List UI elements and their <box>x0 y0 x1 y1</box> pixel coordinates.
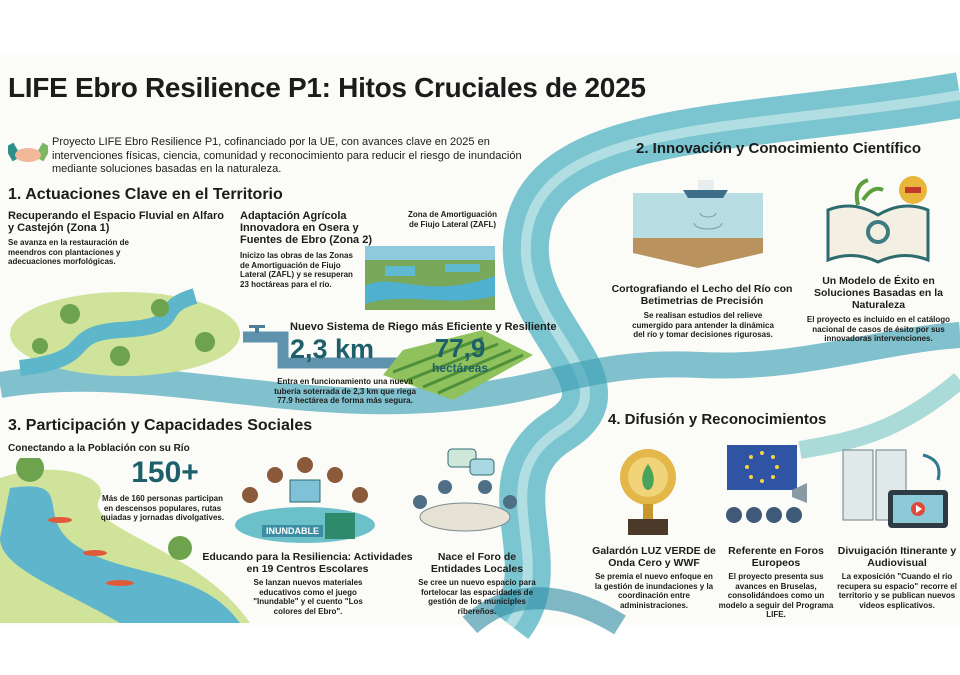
section-1-heading: 1. Actuaciones Clave en el Territorio <box>8 186 283 203</box>
zafl-image <box>365 246 495 310</box>
zone2-desc: Inicizo las obras de las Zonas de Amorti… <box>240 251 353 289</box>
outreach-desc: La exposición "Cuando el rio recupera su… <box>837 572 957 610</box>
section-4-heading: 4. Difusión y Reconocimientos <box>608 411 827 428</box>
eu-flag-icon <box>726 445 807 523</box>
handshake-icon <box>8 142 48 162</box>
zafl-label: Zona de Amortiguación de Fiujo Lateral (… <box>407 210 498 229</box>
participants-desc: Más de 160 personas participan en descen… <box>100 494 225 522</box>
catalog-book-icon <box>826 176 930 264</box>
riego-title: Nuevo Sistema de Riego más Eficiente y R… <box>290 321 557 333</box>
hectares-unit: hectáreas <box>431 361 489 375</box>
intro-text: Proyecto LIFE Ebro Resilience P1, cofina… <box>52 136 522 175</box>
forum-title: Nace el Foro de Entidades Locales <box>430 551 524 575</box>
meander-illustration <box>10 288 240 376</box>
kayak-river-illustration <box>0 458 250 623</box>
fields-illustration <box>383 330 533 400</box>
riego-desc: Entra en funcionamiento una nueva tuberí… <box>274 377 416 405</box>
bathymetry-boat-illustration <box>633 180 763 268</box>
european-forums-title: Referente en Foros Europeos <box>728 545 824 569</box>
bathymetry-title: Cortografiando el Lecho del Río con Beti… <box>611 283 793 307</box>
zone1-title: Recuperando el Espacio Fluvial en Alfaro… <box>8 210 224 234</box>
exhibition-video-icon <box>842 449 948 528</box>
pipe-length: 2,3 km <box>290 334 375 364</box>
forum-desc: Se cree un nuevo espacio para fortelocar… <box>418 578 536 616</box>
european-forums-desc: El proyecto presenta sus avances en Brus… <box>718 572 834 619</box>
irrigated-hectares: 77,9 <box>434 333 486 363</box>
section-3-heading: 3. Participación y Capacidades Sociales <box>8 417 313 434</box>
zone2-title: Adaptación Agrícola Innovadora en Osera … <box>240 210 373 246</box>
outreach-title: Divuigación Itinerante y Audiovisual <box>837 545 957 569</box>
section-2-heading: 2. Innovación y Conocimiento Científico <box>636 140 922 157</box>
zone1-desc: Se avanza en la restauración de meendros… <box>8 238 129 266</box>
participants-stat: 150+ <box>131 456 199 489</box>
schools-desc: Se lanzan nuevos materiales educativos c… <box>253 578 363 616</box>
award-title: Galardón LUZ VERDE de Onda Cero y WWF <box>592 545 716 569</box>
bathymetry-desc: Se realisan estudios del relieve cumergi… <box>632 311 774 339</box>
pipe-icon <box>243 325 398 369</box>
success-model-title: Un Modelo de Éxito en Soluciones Basadas… <box>814 275 943 311</box>
section-3-subtitle: Conectando a la Población con su Río <box>8 443 190 454</box>
page-title: LIFE Ebro Resilience P1: Hitos Cruciales… <box>8 72 646 103</box>
schools-title: Educando para la Resiliencia: Actividade… <box>202 551 413 575</box>
inundable-game-label: INUNDABLE <box>262 525 323 537</box>
success-model-desc: El proyecto es incluido en el catálogo n… <box>806 315 951 343</box>
local-forum-meeting-illustration <box>413 448 517 532</box>
award-desc: Se premia el nuevo enfoque en la gestión… <box>594 572 714 610</box>
trophy-icon <box>620 449 676 535</box>
